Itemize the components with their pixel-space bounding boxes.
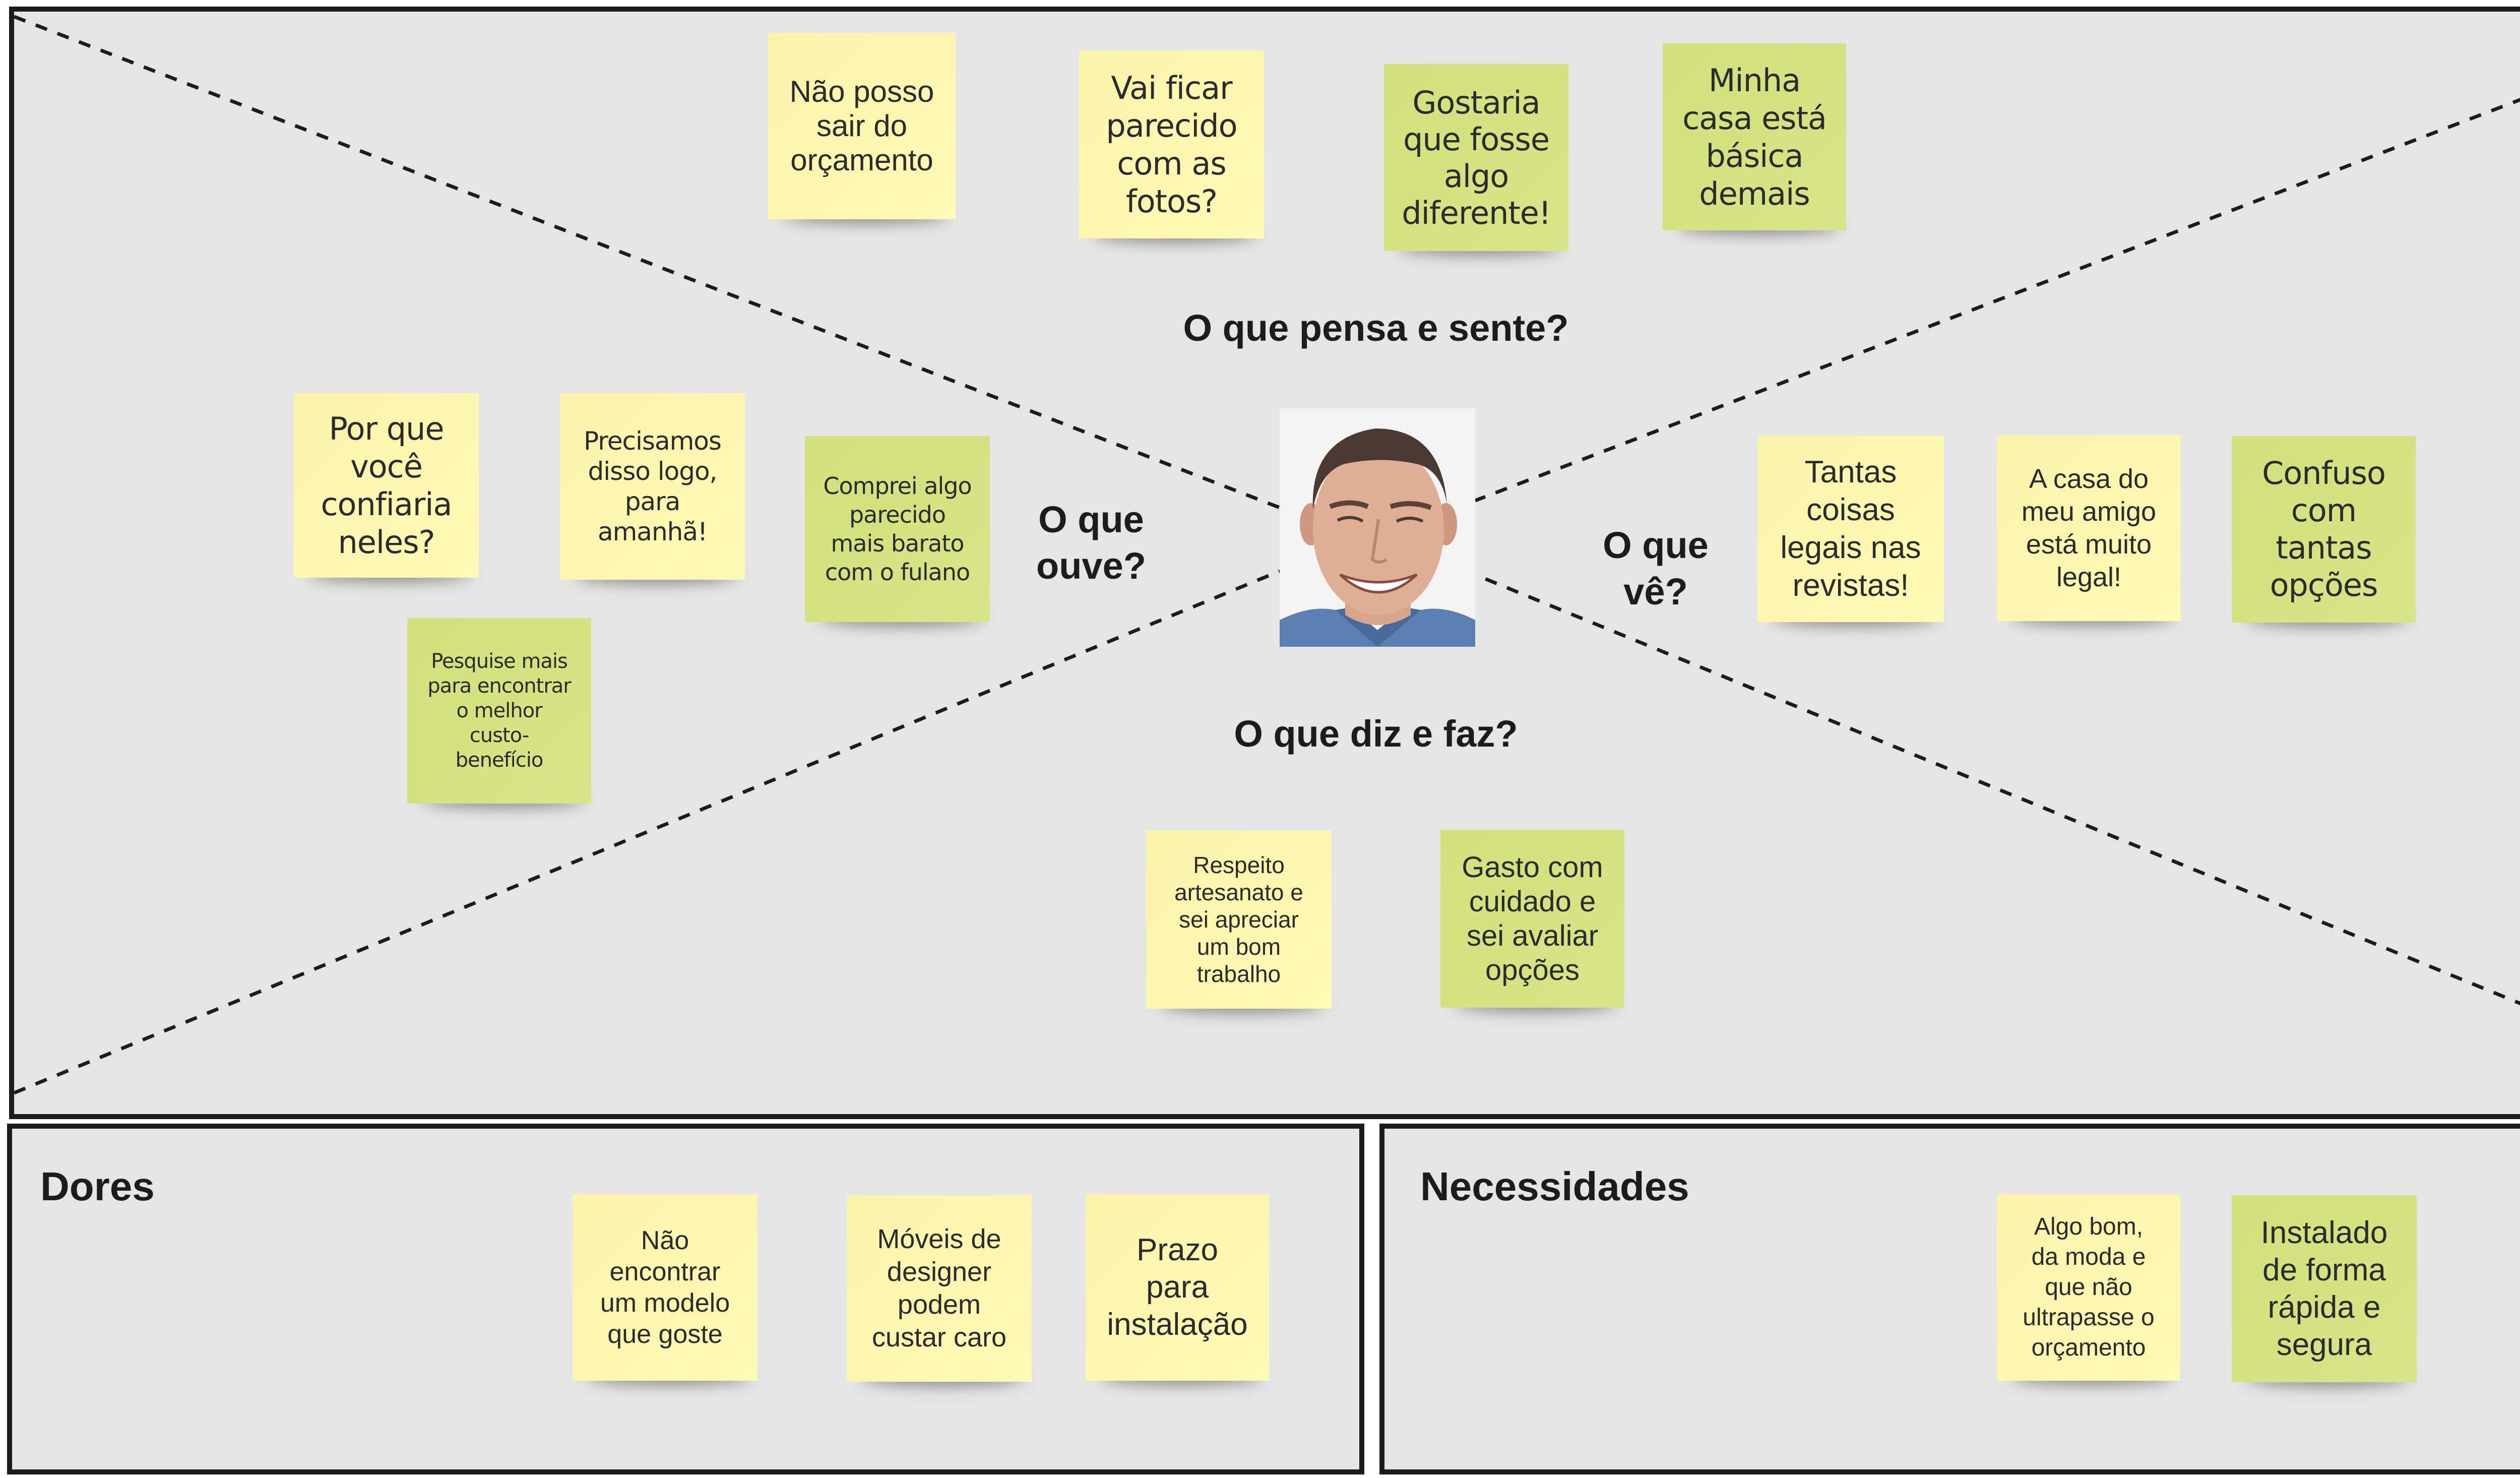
sticky-note-text: Vai ficar parecido com as fotos? <box>1106 69 1237 220</box>
sticky-note[interactable]: Gasto com cuidado e sei avaliar opções <box>1440 830 1624 1008</box>
sticky-note-text: Precisamos disso logo, para amanhã! <box>584 426 722 546</box>
sticky-note-text: Respeito artesanato e sei apreciar um bo… <box>1174 852 1303 987</box>
person-photo-icon <box>1280 408 1475 647</box>
sticky-note[interactable]: Gostaria que fosse algo diferente! <box>1384 64 1568 251</box>
sticky-note-text: Tantas coisas legais nas revistas! <box>1780 455 1921 603</box>
sticky-note[interactable]: Não encontrar um modelo que goste <box>573 1194 758 1381</box>
sticky-note-text: Prazo para instalação <box>1107 1233 1248 1342</box>
pains-title: Dores <box>40 1164 155 1209</box>
sticky-note[interactable]: Instalado de forma rápida e segura <box>2232 1195 2417 1382</box>
sticky-note-text: Comprei algo parecido mais barato com o … <box>823 472 972 586</box>
quadrant-label-thinks-feels: O que pensa e sente? <box>1183 307 1569 349</box>
sticky-note[interactable]: Precisamos disso logo, para amanhã! <box>560 393 745 580</box>
sticky-note-text: A casa do meu amigo está muito legal! <box>2021 463 2157 592</box>
sticky-note-text: Não posso sair do orçamento <box>789 75 934 177</box>
sticky-note[interactable]: Pesquise mais para encontrar o melhor cu… <box>407 618 591 804</box>
sticky-note-text: Não encontrar um modelo que goste <box>600 1226 730 1349</box>
sticky-note-text: Gostaria que fosse algo diferente! <box>1402 84 1551 231</box>
sticky-note[interactable]: Prazo para instalação <box>1086 1194 1269 1381</box>
sticky-note-text: Móveis de designer podem custar caro <box>871 1224 1007 1352</box>
sticky-note[interactable]: Por que você confiaria neles? <box>294 393 479 578</box>
sticky-note[interactable]: Não posso sair do orçamento <box>768 33 956 219</box>
sticky-note-text: Por que você confiaria neles? <box>321 410 452 561</box>
sticky-note-text: Minha casa está básica demais <box>1682 61 1827 212</box>
sticky-note-text: Instalado de forma rápida e segura <box>2260 1215 2388 1362</box>
sticky-note[interactable]: Vai ficar parecido com as fotos? <box>1079 50 1264 238</box>
needs-title: Necessidades <box>1420 1164 1689 1209</box>
sticky-note-text: Algo bom, da moda e que não ultrapasse o… <box>2023 1213 2155 1361</box>
sticky-note-text: Confuso com tantas opções <box>2262 455 2386 603</box>
persona-photo <box>1280 408 1475 647</box>
quadrant-label-hears: O que ouve? <box>1036 499 1146 587</box>
sticky-note-text: Gasto com cuidado e sei avaliar opções <box>1462 850 1603 987</box>
quadrant-label-says-does: O que diz e faz? <box>1234 713 1518 755</box>
sticky-note[interactable]: Respeito artesanato e sei apreciar um bo… <box>1146 830 1332 1009</box>
sticky-note[interactable]: Tantas coisas legais nas revistas! <box>1757 436 1944 622</box>
sticky-note[interactable]: Confuso com tantas opções <box>2232 436 2416 623</box>
quadrant-label-sees: O que vê? <box>1603 524 1709 612</box>
sticky-note[interactable]: A casa do meu amigo está muito legal! <box>1997 435 2181 621</box>
sticky-note[interactable]: Móveis de designer podem custar caro <box>847 1195 1032 1382</box>
sticky-note-text: Pesquise mais para encontrar o melhor cu… <box>427 649 571 772</box>
sticky-note[interactable]: Algo bom, da moda e que não ultrapasse o… <box>1997 1194 2180 1381</box>
sticky-note[interactable]: Comprei algo parecido mais barato com o … <box>805 436 990 622</box>
sticky-note[interactable]: Minha casa está básica demais <box>1663 43 1846 230</box>
